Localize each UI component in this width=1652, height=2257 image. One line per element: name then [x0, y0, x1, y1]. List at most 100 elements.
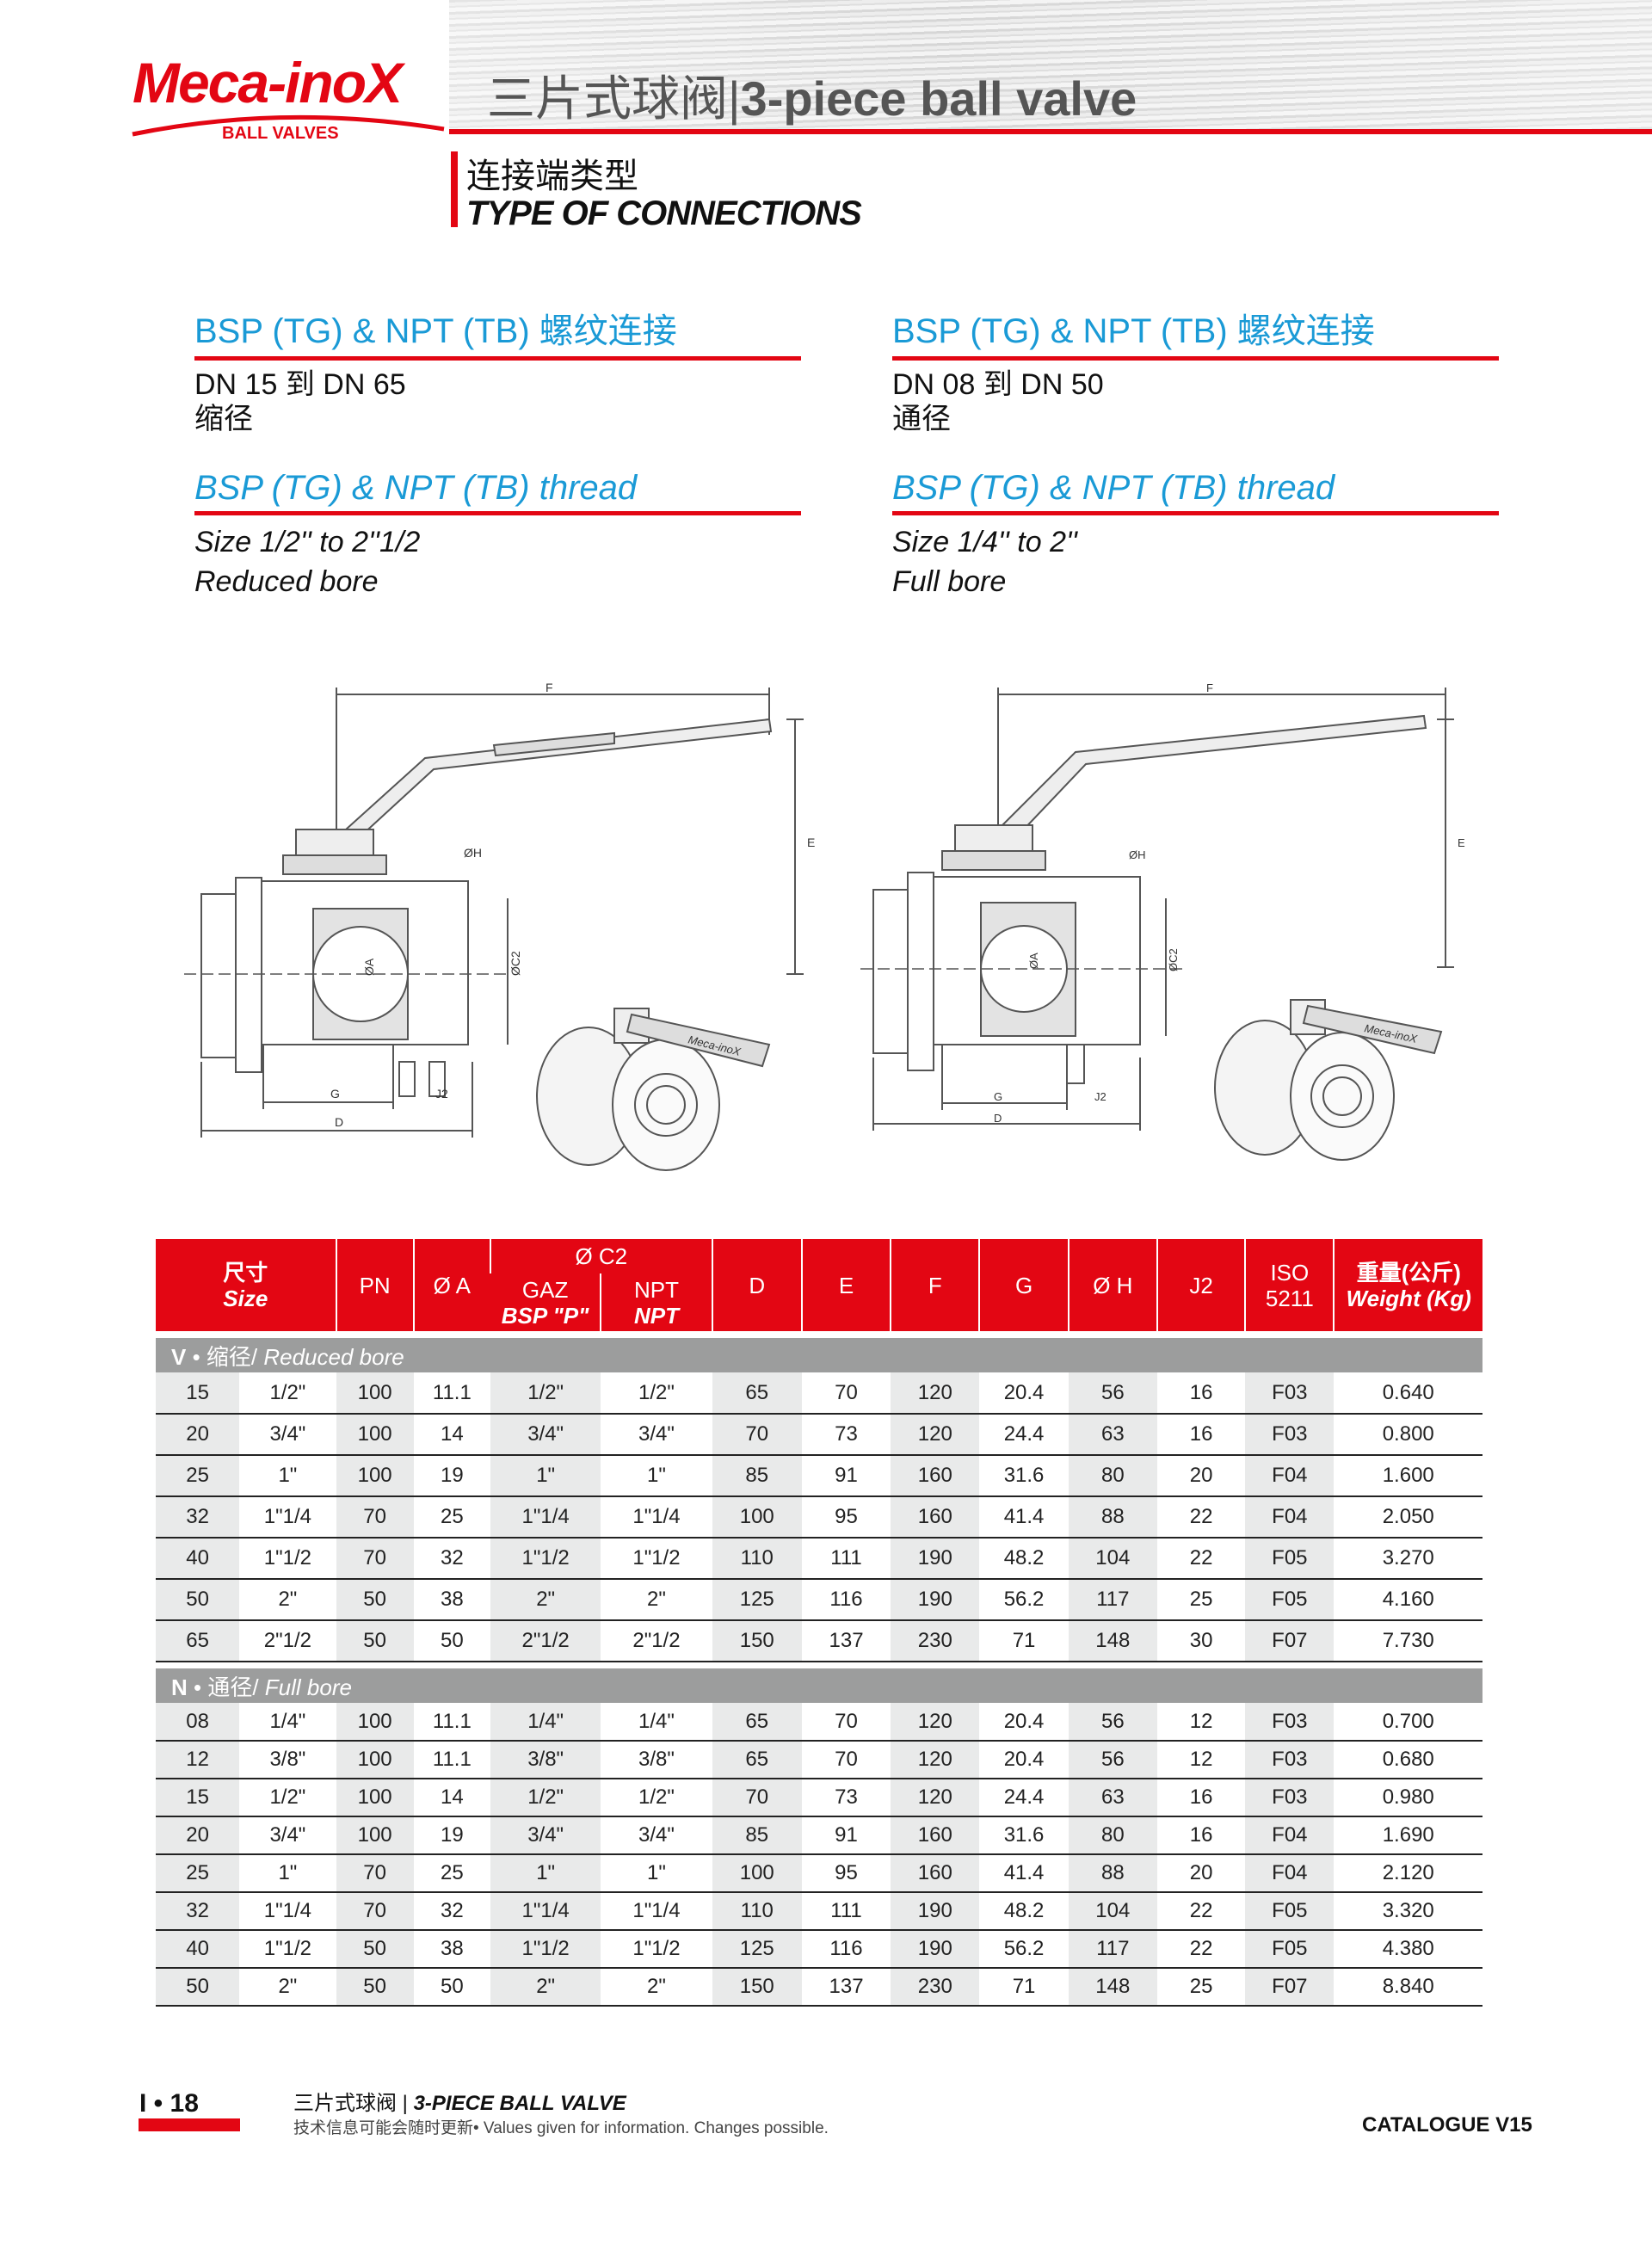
section-title-en: TYPE OF CONNECTIONS	[466, 194, 862, 232]
left-connection-info: BSP (TG) & NPT (TB) 螺纹连接 DN 15 到 DN 65 缩…	[194, 303, 801, 601]
table-cell: 38	[413, 1579, 490, 1621]
left-bore-en: Reduced bore	[194, 565, 379, 598]
label-f: F	[1206, 683, 1213, 694]
table-cell: 100	[336, 1741, 414, 1779]
title-en: 3-piece ball valve	[740, 71, 1137, 126]
table-cell: 1"1/2	[601, 1538, 712, 1580]
col-e: E	[800, 1239, 891, 1331]
table-cell: 70	[336, 1892, 414, 1931]
table-cell: 38	[413, 1930, 490, 1969]
label-j2: J2	[1094, 1090, 1106, 1103]
table-cell: 50	[413, 1620, 490, 1662]
spacer-cell	[156, 1662, 1482, 1668]
catalogue-version: CATALOGUE V15	[1362, 2113, 1532, 2137]
col-c2: Ø C2	[489, 1239, 712, 1273]
full-bore-valve-drawing: F E ØH ØC2 ØA G D J2 Meca-inoX	[860, 683, 1465, 1161]
section-label-en: Reduced bore	[257, 1343, 404, 1370]
table-cell: 1.600	[1334, 1455, 1482, 1497]
right-bore-cn: 通径	[892, 403, 951, 435]
label-a: ØA	[362, 958, 376, 976]
table-cell: F04	[1245, 1496, 1335, 1539]
table-cell: 1"1/2	[490, 1930, 601, 1969]
table-cell: 125	[712, 1930, 802, 1969]
page-title: 三片式球阀|3-piece ball valve	[487, 60, 1137, 130]
table-cell: 2.050	[1334, 1496, 1482, 1539]
table-cell: 15	[156, 1779, 240, 1817]
table-cell: 3/4"	[490, 1414, 601, 1456]
isometric-valve-view	[536, 1008, 771, 1171]
table-cell: 1"1/4	[601, 1496, 712, 1539]
table-cell: 137	[801, 1620, 891, 1662]
table-cell: 16	[1156, 1779, 1246, 1817]
table-cell: 1/4"	[490, 1703, 601, 1742]
table-cell: 1/2"	[601, 1372, 712, 1415]
table-cell: F05	[1245, 1538, 1335, 1580]
table-cell: 14	[413, 1414, 490, 1456]
header-gaz: GAZ	[521, 1276, 569, 1303]
table-cell: 20.4	[979, 1372, 1069, 1415]
left-heading-en: BSP (TG) & NPT (TB) thread	[194, 469, 638, 507]
table-cell: 88	[1068, 1854, 1157, 1893]
table-cell: 160	[891, 1816, 980, 1855]
table-cell: 2"	[239, 1968, 336, 2007]
table-cell: 3.320	[1334, 1892, 1482, 1931]
section-label: N • 通径/ Full bore	[156, 1668, 1482, 1703]
table-cell: 25	[1156, 1968, 1246, 2007]
table-cell: 116	[801, 1579, 891, 1621]
dimension-g	[941, 1045, 1068, 1110]
left-range-cn: DN 15 到 DN 65	[194, 368, 406, 401]
table-cell: 15	[156, 1372, 240, 1415]
table-cell: 40	[156, 1930, 240, 1969]
table-cell: 70	[801, 1372, 891, 1415]
table-cell: 70	[801, 1741, 891, 1779]
left-bore-cn: 缩径	[194, 403, 253, 435]
table-cell: 25	[1156, 1579, 1246, 1621]
table-cell: 3/4"	[239, 1816, 336, 1855]
table-cell: 50	[413, 1968, 490, 2007]
table-cell: 7.730	[1334, 1620, 1482, 1662]
table-cell: 148	[1068, 1968, 1157, 2007]
page-number: I • 18	[139, 2089, 199, 2118]
table-cell: 56	[1068, 1741, 1157, 1779]
right-heading-cn: BSP (TG) & NPT (TB) 螺纹连接	[892, 312, 1375, 350]
table-cell: 190	[891, 1579, 980, 1621]
header-size-en: Size	[223, 1285, 268, 1311]
left-size-en: Size 1/2'' to 2''1/2	[194, 526, 421, 558]
right-connection-info: BSP (TG) & NPT (TB) 螺纹连接 DN 08 到 DN 50 通…	[892, 303, 1499, 601]
label-f: F	[546, 683, 553, 694]
table-cell: F04	[1245, 1854, 1335, 1893]
table-cell: 71	[979, 1620, 1069, 1662]
table-cell: F07	[1245, 1968, 1335, 2007]
table-cell: 1"1/2	[601, 1930, 712, 1969]
table-cell: F04	[1245, 1816, 1335, 1855]
table-cell: 95	[801, 1854, 891, 1893]
table-cell: 150	[712, 1968, 802, 2007]
header-size-cn: 尺寸	[223, 1259, 268, 1286]
table-cell: 1"	[490, 1854, 601, 1893]
table-cell: 12	[156, 1741, 240, 1779]
table-cell: 14	[413, 1779, 490, 1817]
table-cell: 1"1/2	[490, 1538, 601, 1580]
table-cell: 1"	[490, 1455, 601, 1497]
section-code: V	[171, 1343, 187, 1370]
table-cell: 19	[413, 1455, 490, 1497]
table-cell: 73	[801, 1414, 891, 1456]
table-cell: 100	[712, 1496, 802, 1539]
table-cell: 32	[156, 1892, 240, 1931]
table-cell: 1"1/4	[239, 1892, 336, 1931]
table-cell: 65	[712, 1741, 802, 1779]
table-cell: 100	[336, 1703, 414, 1742]
label-c2: ØC2	[509, 951, 522, 976]
dimension-e	[1437, 718, 1454, 968]
table-cell: 56.2	[979, 1579, 1069, 1621]
table-cell: 70	[336, 1538, 414, 1580]
table-cell: 11.1	[413, 1372, 490, 1415]
divider	[194, 511, 801, 515]
table-cell: 116	[801, 1930, 891, 1969]
handle	[345, 718, 773, 837]
col-g: G	[978, 1239, 1069, 1331]
